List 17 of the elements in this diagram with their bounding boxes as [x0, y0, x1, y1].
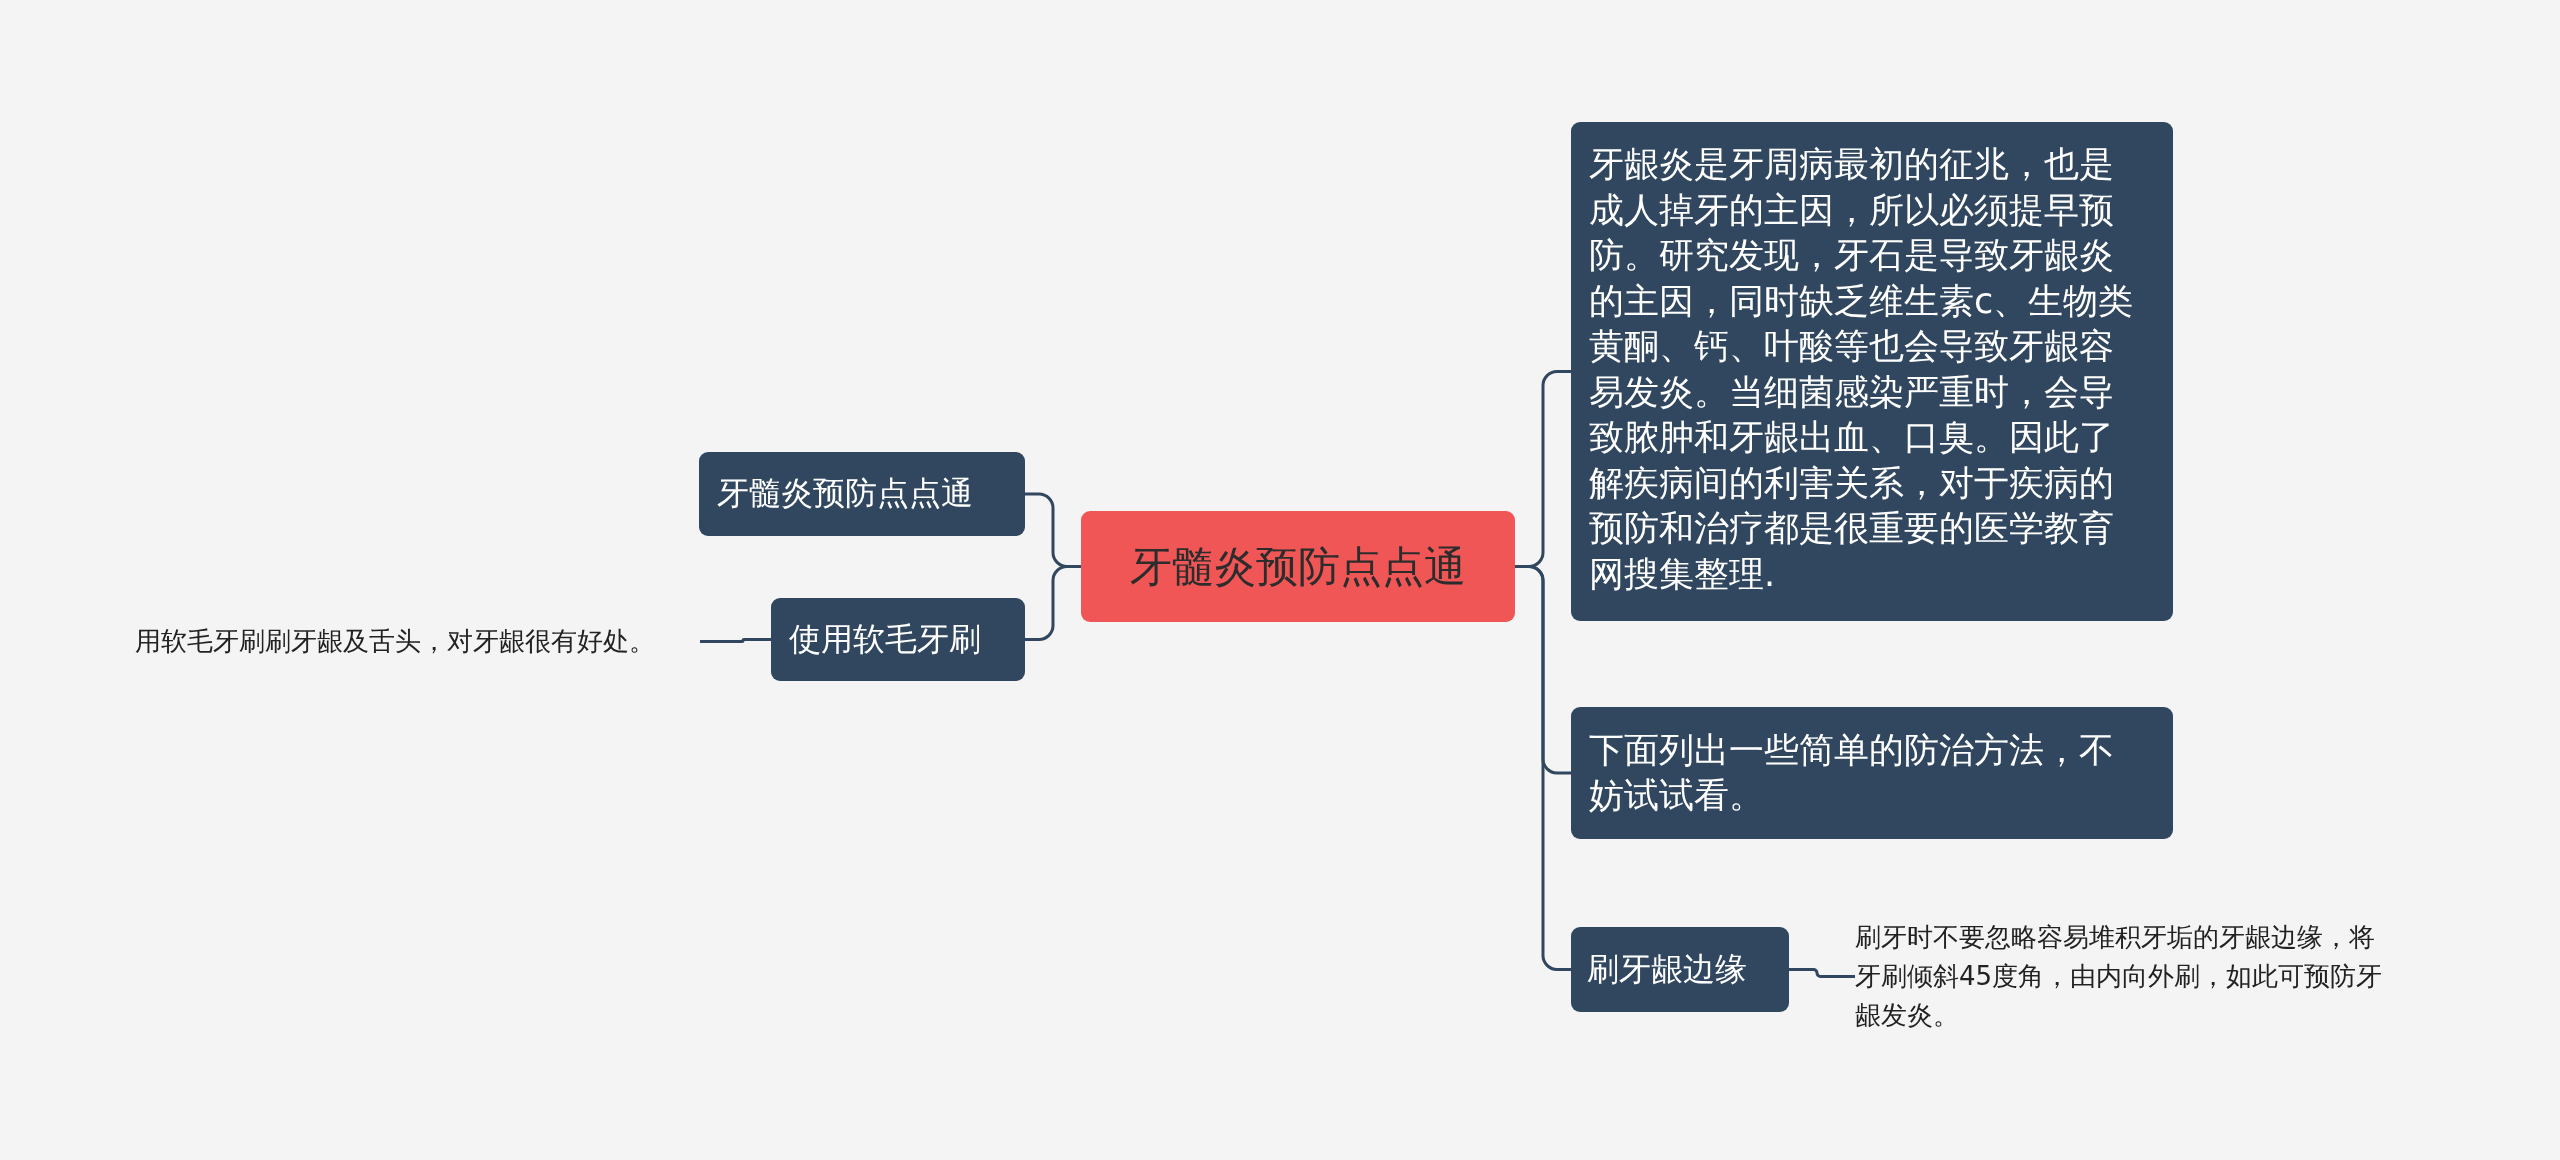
- topic-box: [771, 598, 1025, 681]
- topic-text: 牙龈炎是牙周病最初的征兆，也是成人掉牙的主因，所以必须提早预防。研究发现，牙石是导致牙龈炎的主因，同时缺乏维生素c、生物类黄酮、钙、叶酸等也会导致牙龈容易发炎。当细菌感染严重时，会导致脓肿和牙龈出血、口臭。因此了解疾病间的利害关系，对于疾病的预防和治疗都是很重要的医学教育网搜集整理.: [1589, 143, 2135, 596]
- note-text: 刷牙时不要忽略容易堆积牙垢的牙龈边缘，将牙刷倾斜45度角，由内向外刷，如此可预防牙龈发炎。: [1855, 918, 2400, 1035]
- topic-text: 使用软毛牙刷: [789, 618, 981, 660]
- connector-line: [700, 638, 771, 643]
- topic-box: [1571, 927, 1789, 1012]
- central-topic-box: [1081, 511, 1515, 622]
- topic-box: [699, 452, 1025, 536]
- topic-text: 牙髓炎预防点点通: [717, 473, 973, 514]
- note-text: 用软毛牙刷刷牙龈及舌头，对牙龈很有好处。: [135, 622, 700, 661]
- topic-text: 刷牙龈边缘: [1587, 948, 1747, 990]
- topic-box: [1571, 707, 2173, 839]
- topic-text: 下面列出一些简单的防治方法，不妨试试看。: [1589, 728, 2115, 817]
- topic-box: [1571, 122, 2173, 621]
- connector-line: [1515, 565, 1571, 971]
- connector-line: [1789, 968, 1855, 978]
- central-topic-text: 牙髓炎预防点点通: [1130, 540, 1466, 593]
